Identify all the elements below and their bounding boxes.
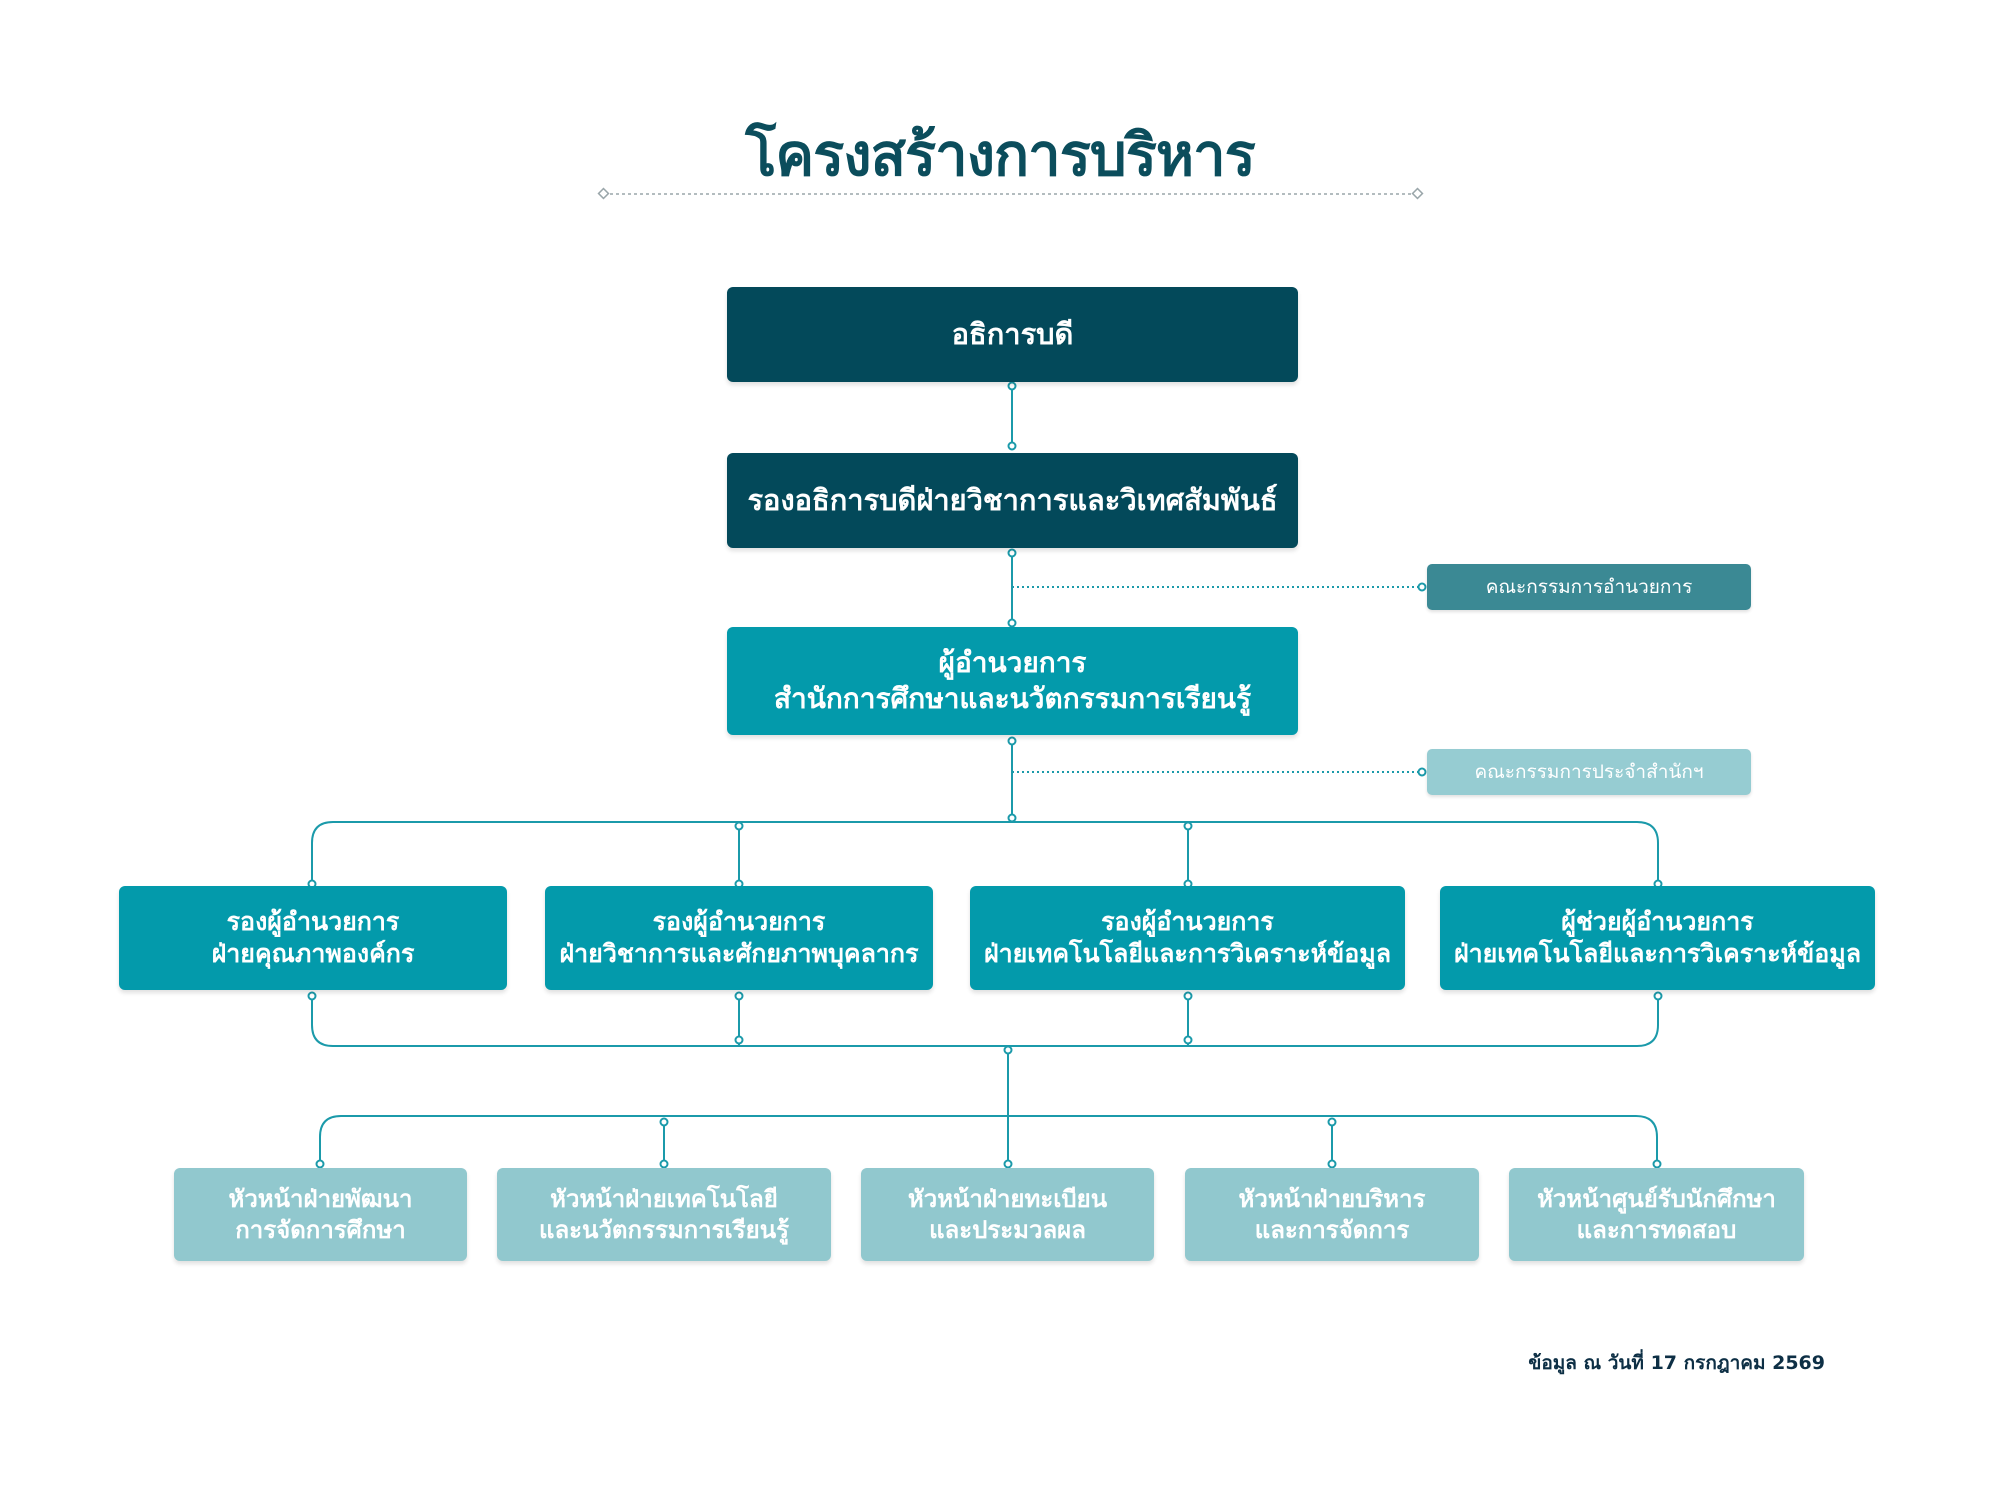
deputies-top-bracket: [311, 821, 1659, 884]
node-assistant-technology[interactable]: ผู้ช่วยผู้อำนวยการ ฝ่ายเทคโนโลยีและการวิ…: [1440, 886, 1875, 990]
node-head-learning-technology-title: หัวหน้าฝ่ายเทคโนโลยี: [550, 1184, 778, 1213]
node-head-education-development[interactable]: หัวหน้าฝ่ายพัฒนา การจัดการศึกษา: [174, 1168, 467, 1261]
node-head-administration[interactable]: หัวหน้าฝ่ายบริหาร และการจัดการ: [1185, 1168, 1479, 1261]
node-committee-office-label: คณะกรรมการประจำสำนักฯ: [1474, 761, 1704, 783]
node-deputy-academic-title: รองผู้อำนวยการ: [652, 907, 826, 936]
node-president-label: อธิการบดี: [951, 316, 1074, 351]
node-head-admission-center[interactable]: หัวหน้าศูนย์รับนักศึกษา และการทดสอบ: [1509, 1168, 1804, 1261]
connector-dots: [307, 381, 1663, 1169]
node-vice-president-label: รองอธิการบดีฝ่ายวิชาการและวิเทศสัมพันธ์: [747, 482, 1278, 517]
title-divider: [597, 187, 1424, 200]
deputies-bottom-bracket: [311, 996, 1659, 1047]
node-committee-executive-label: คณะกรรมการอำนวยการ: [1485, 576, 1693, 598]
node-head-administration-unit: และการจัดการ: [1254, 1215, 1410, 1244]
node-deputy-technology-unit: ฝ่ายเทคโนโลยีและการวิเคราะห์ข้อมูล: [983, 939, 1392, 968]
node-deputy-technology[interactable]: รองผู้อำนวยการ ฝ่ายเทคโนโลยีและการวิเครา…: [970, 886, 1405, 990]
node-head-learning-technology-unit: และนวัตกรรมการเรียนรู้: [538, 1215, 790, 1244]
node-committee-office[interactable]: คณะกรรมการประจำสำนักฯ: [1427, 749, 1751, 795]
node-deputy-quality[interactable]: รองผู้อำนวยการ ฝ่ายคุณภาพองค์กร: [119, 886, 507, 990]
node-head-learning-technology[interactable]: หัวหน้าฝ่ายเทคโนโลยี และนวัตกรรมการเรียน…: [497, 1168, 831, 1261]
node-deputy-quality-unit: ฝ่ายคุณภาพองค์กร: [211, 939, 415, 968]
node-director[interactable]: ผู้อำนวยการ สำนักการศึกษาและนวัตกรรมการเ…: [727, 627, 1298, 735]
node-head-admission-center-title: หัวหน้าศูนย์รับนักศึกษา: [1537, 1184, 1776, 1213]
node-head-registration-title: หัวหน้าฝ่ายทะเบียน: [907, 1184, 1108, 1213]
node-head-education-development-title: หัวหน้าฝ่ายพัฒนา: [228, 1184, 413, 1213]
node-head-administration-title: หัวหน้าฝ่ายบริหาร: [1238, 1184, 1426, 1213]
node-director-unit: สำนักการศึกษาและนวัตกรรมการเรียนรู้: [773, 682, 1252, 715]
node-committee-executive[interactable]: คณะกรรมการอำนวยการ: [1427, 564, 1751, 610]
node-head-registration[interactable]: หัวหน้าฝ่ายทะเบียน และประมวลผล: [861, 1168, 1154, 1261]
node-deputy-academic[interactable]: รองผู้อำนวยการ ฝ่ายวิชาการและศักยภาพบุคล…: [545, 886, 933, 990]
node-assistant-technology-title: ผู้ช่วยผู้อำนวยการ: [1561, 907, 1754, 936]
node-deputy-technology-title: รองผู้อำนวยการ: [1101, 907, 1274, 936]
heads-top-bracket: [319, 1115, 1658, 1164]
data-date-footnote: ข้อมูล ณ วันที่ 17 กรกฎาคม 2569: [1528, 1352, 1825, 1374]
node-head-admission-center-unit: และการทดสอบ: [1576, 1215, 1737, 1244]
node-deputy-academic-unit: ฝ่ายวิชาการและศักยภาพบุคลากร: [559, 939, 919, 968]
page-title: โครงสร้างการบริหาร: [745, 121, 1256, 189]
node-deputy-quality-title: รองผู้อำนวยการ: [226, 907, 400, 936]
node-vice-president[interactable]: รองอธิการบดีฝ่ายวิชาการและวิเทศสัมพันธ์: [727, 453, 1298, 548]
node-president[interactable]: อธิการบดี: [727, 287, 1298, 382]
node-head-registration-unit: และประมวลผล: [929, 1215, 1086, 1244]
node-assistant-technology-unit: ฝ่ายเทคโนโลยีและการวิเคราะห์ข้อมูล: [1453, 939, 1862, 968]
node-director-title: ผู้อำนวยการ: [938, 646, 1087, 680]
node-head-education-development-unit: การจัดการศึกษา: [235, 1215, 406, 1244]
